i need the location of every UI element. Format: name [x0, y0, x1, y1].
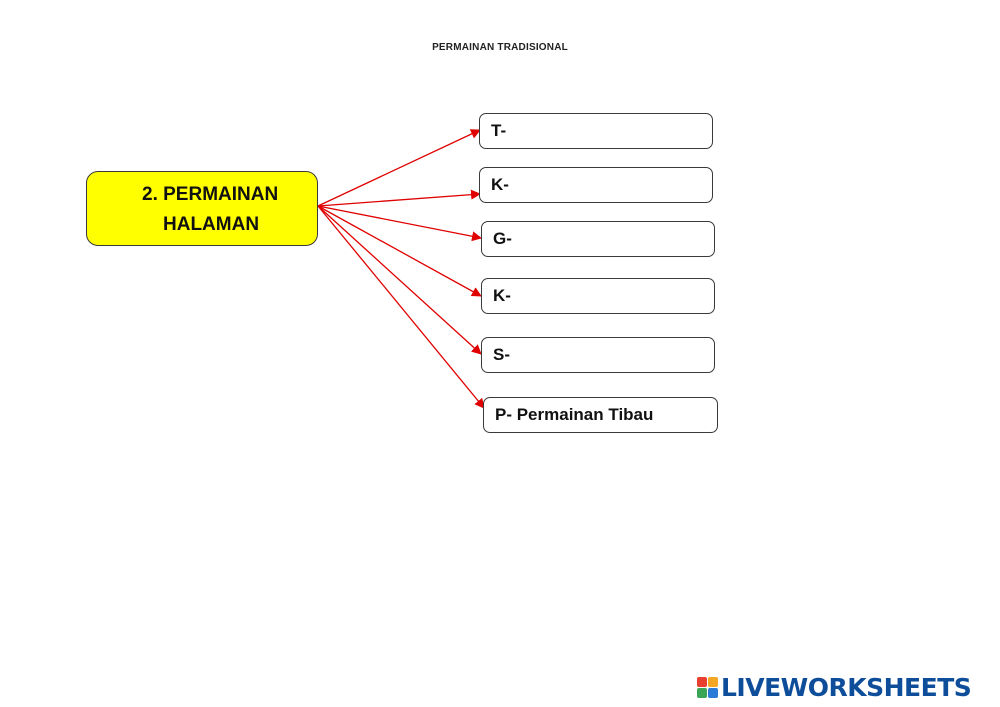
center-node-line-2: HALAMAN — [163, 214, 260, 235]
answer-box-g[interactable]: G- — [481, 221, 715, 257]
answer-label-g: G- — [493, 229, 512, 248]
brand-icon-tile-1 — [697, 676, 707, 687]
answer-label-s: S- — [493, 345, 510, 364]
brand-icon-tile-2 — [708, 676, 718, 687]
brand-icon-tile-3 — [697, 687, 707, 698]
answer-box-t[interactable]: T- — [479, 113, 713, 149]
answer-label-k1: K- — [491, 175, 509, 194]
arrow-1 — [317, 129, 481, 207]
center-node-line-1: 2. PERMAINAN — [142, 184, 279, 205]
answer-label-p: P- Permainan Tibau — [495, 405, 654, 424]
brand-text: LIVEWORKSHEETS — [721, 672, 972, 702]
answer-box-s[interactable]: S- — [481, 337, 715, 373]
liveworksheets-icon — [697, 676, 718, 698]
answer-label-k2: K- — [493, 286, 511, 305]
center-node: 2. PERMAINAN HALAMAN — [86, 171, 318, 246]
arrow-6 — [317, 205, 485, 409]
arrow-2 — [317, 189, 481, 207]
arrow-3 — [317, 205, 482, 242]
brand-icon-tile-4 — [708, 687, 718, 698]
answer-box-k1[interactable]: K- — [479, 167, 713, 203]
arrow-4 — [317, 205, 482, 297]
answer-box-p[interactable]: P- Permainan Tibau — [483, 397, 718, 433]
arrow-5 — [317, 205, 482, 355]
answer-box-k2[interactable]: K- — [481, 278, 715, 314]
brand-logo: LIVEWORKSHEETS — [697, 672, 972, 702]
page-title: PERMAINAN TRADISIONAL — [432, 42, 568, 53]
answer-label-t: T- — [491, 121, 507, 140]
